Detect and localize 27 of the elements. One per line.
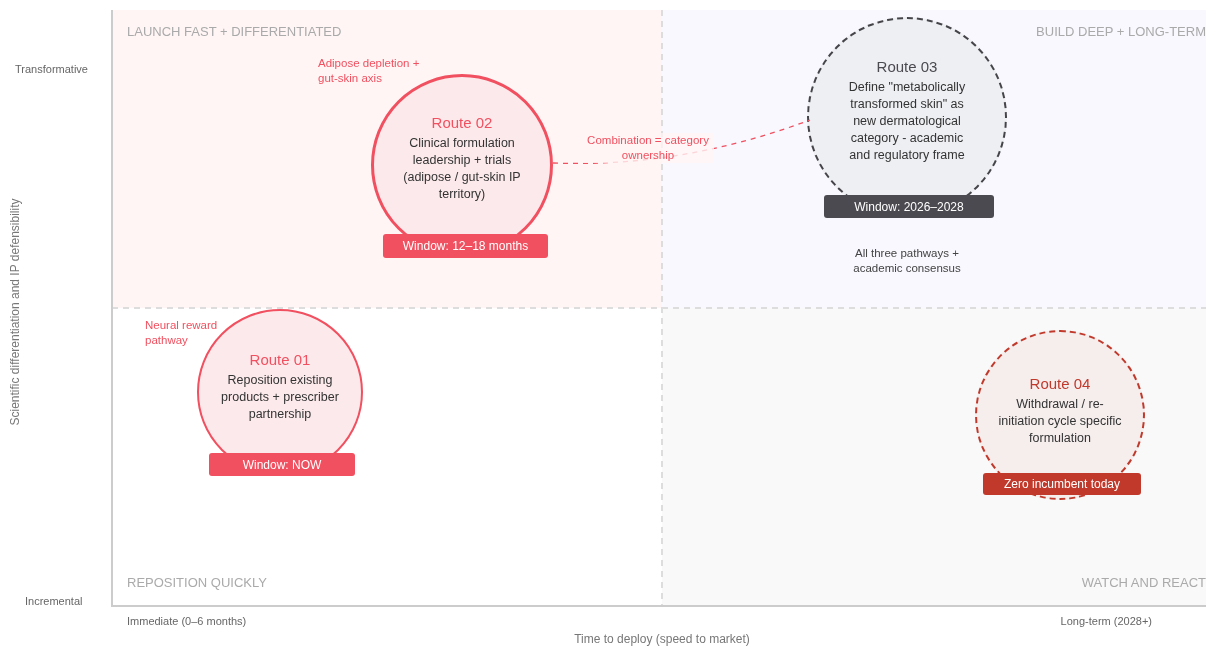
route-title: Route 01 xyxy=(249,349,311,370)
route-description: Withdrawal / re-initiation cycle specific formulation xyxy=(998,395,1122,447)
edge-label: Combination = category ownership xyxy=(582,133,714,163)
quadrant-label: WATCH AND REACT xyxy=(1081,573,1206,592)
axis-tick-label: Immediate (0–6 months) xyxy=(127,614,247,629)
axis-title: Scientific differentiation and IP defensibility xyxy=(7,198,23,426)
annotation-text: Adipose depletion + gut-skin axis xyxy=(318,56,421,86)
window-badge: Window: 12–18 months xyxy=(383,234,548,258)
route-title: Route 02 xyxy=(431,113,493,133)
quadrant-label: LAUNCH FAST + DIFFERENTIATED xyxy=(127,23,342,41)
quadrant-panel xyxy=(662,308,1206,606)
axis-tick-label: Long-term (2028+) xyxy=(1060,614,1152,629)
annotation-text: All three pathways + academic consensus xyxy=(852,246,962,276)
axis-title: Time to deploy (speed to market) xyxy=(574,631,750,648)
annotation-text: Neural reward pathway xyxy=(145,318,219,348)
window-badge: Zero incumbent today xyxy=(983,473,1141,495)
route-title: Route 04 xyxy=(1029,373,1091,394)
route-title: Route 03 xyxy=(876,56,938,77)
axis-tick-label: Incremental xyxy=(25,594,83,609)
quadrant-label: BUILD DEEP + LONG-TERM xyxy=(1036,23,1206,41)
route-description: Reposition existing products + prescriber partnership xyxy=(220,371,340,423)
axis-tick-label: Transformative xyxy=(15,62,88,77)
window-badge: Window: 2026–2028 xyxy=(824,195,994,218)
route-description: Clinical formulation leadership + trials (adipose / gut-skin IP territory) xyxy=(402,135,522,203)
route-description: Define "metabolically transformed skin" as new dermatological category - academic and regulatory frame xyxy=(847,78,967,164)
quadrant-label: REPOSITION QUICKLY xyxy=(127,573,267,592)
window-badge: Window: NOW xyxy=(209,453,355,476)
